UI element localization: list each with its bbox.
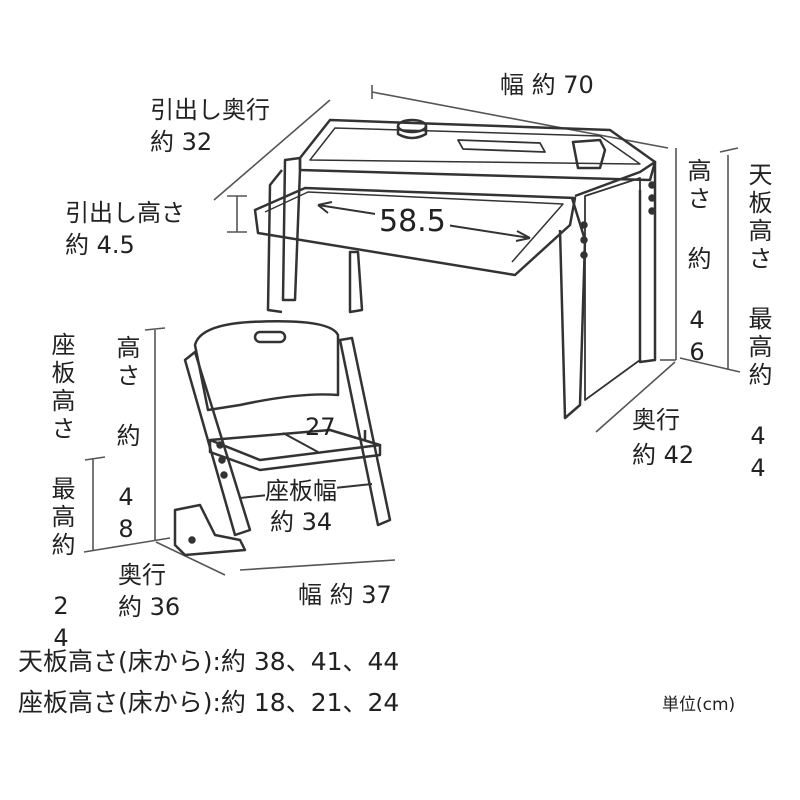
chair-depth-value: 約 36 [118,593,181,621]
drawer-depth-label: 引出し奥行 [150,96,270,124]
seat-height-from-floor-note: 座板高さ(床から):約 18、21、24 [18,688,400,717]
unit-label: 単位(cm) [662,695,736,715]
chair-width-label: 幅 約 37 [298,581,392,609]
drawer-depth-value: 約 32 [150,128,213,156]
desk-height-label: 高さ 約 46 [683,158,711,370]
chair-height-label: 高さ 約 48 [112,335,140,547]
desk-depth-label: 奥行 [632,406,680,434]
drawer-height-label: 引出し高さ [65,199,185,227]
seat-width-label: 座板幅 [265,476,337,506]
desk-width-label: 幅 約 70 [500,71,594,99]
chair-depth-label: 奥行 [118,561,166,589]
seat-height-max-label: 座板高さ 最高約 24 [47,332,75,656]
seat-depth-label: 27 [305,413,336,441]
top-height-from-floor-note: 天板高さ(床から):約 38、41、44 [18,647,400,676]
seat-width-value: 約 34 [270,508,333,536]
desk-depth-value: 約 42 [632,441,695,469]
drawer-inner-width-label: 58.5 [375,207,450,237]
drawer-height-value: 約 4.5 [65,231,135,259]
desk-drawing [253,118,657,420]
desk-dimension-lines [213,85,741,433]
chair-drawing [173,319,392,557]
desk-top-height-max-label: 天板高さ 最高約 44 [744,162,772,486]
chair-dimension-lines [83,327,396,576]
